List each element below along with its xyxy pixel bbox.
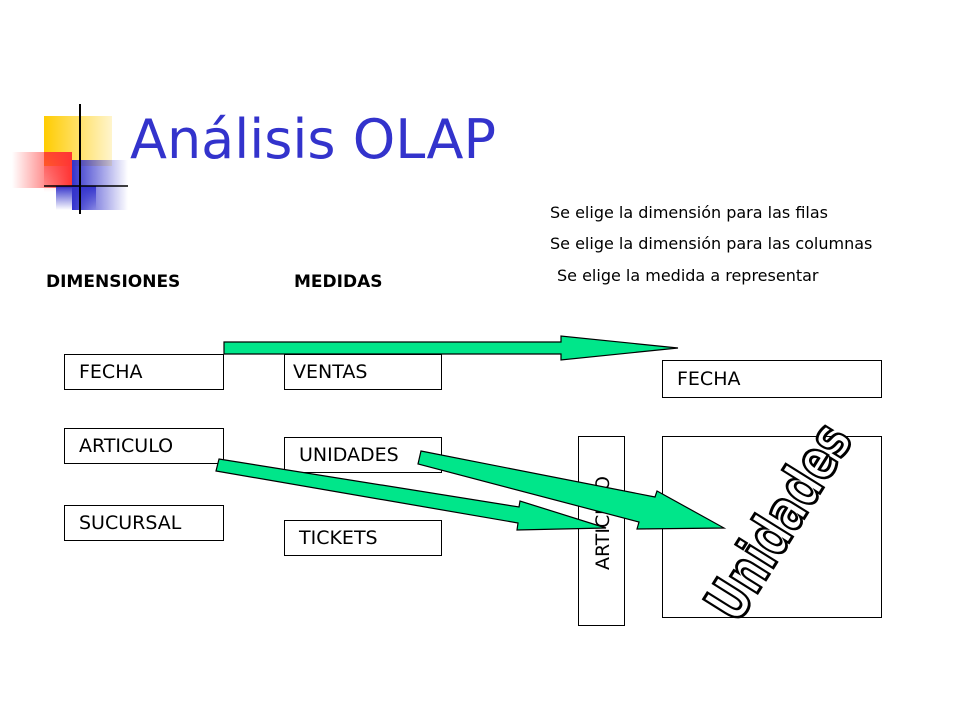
dimension-box-fecha: FECHA xyxy=(64,354,224,390)
measure-label: UNIDADES xyxy=(299,444,399,466)
measure-label: TICKETS xyxy=(299,527,378,549)
result-row-dimension-box xyxy=(578,436,625,626)
note-rows: Se elige la dimensión para las filas xyxy=(550,203,828,222)
page-title: Análisis OLAP xyxy=(130,108,497,171)
dimension-label: SUCURSAL xyxy=(79,512,182,534)
dimension-box-sucursal: SUCURSAL xyxy=(64,505,224,541)
arrow-articulo-to-rows xyxy=(215,458,607,531)
arrow-unidades-to-cell xyxy=(417,450,727,530)
heading-dimensions: DIMENSIONES xyxy=(46,272,181,292)
measure-box-tickets: TICKETS xyxy=(284,520,442,556)
arrow-fecha-to-columns xyxy=(223,335,679,361)
measure-label: VENTAS xyxy=(293,361,368,383)
heading-measures: MEDIDAS xyxy=(294,272,383,292)
result-column-dimension-box: FECHA xyxy=(662,360,882,398)
logo-blue-square-v xyxy=(56,186,96,210)
measure-box-unidades: UNIDADES xyxy=(284,437,442,473)
note-columns: Se elige la dimensión para las columnas xyxy=(550,234,873,253)
result-column-dimension-label: FECHA xyxy=(677,368,741,390)
dimension-box-articulo: ARTICULO xyxy=(64,428,224,464)
dimension-label: ARTICULO xyxy=(79,435,174,457)
dimension-label: FECHA xyxy=(79,361,143,383)
note-measure: Se elige la medida a representar xyxy=(557,266,819,285)
